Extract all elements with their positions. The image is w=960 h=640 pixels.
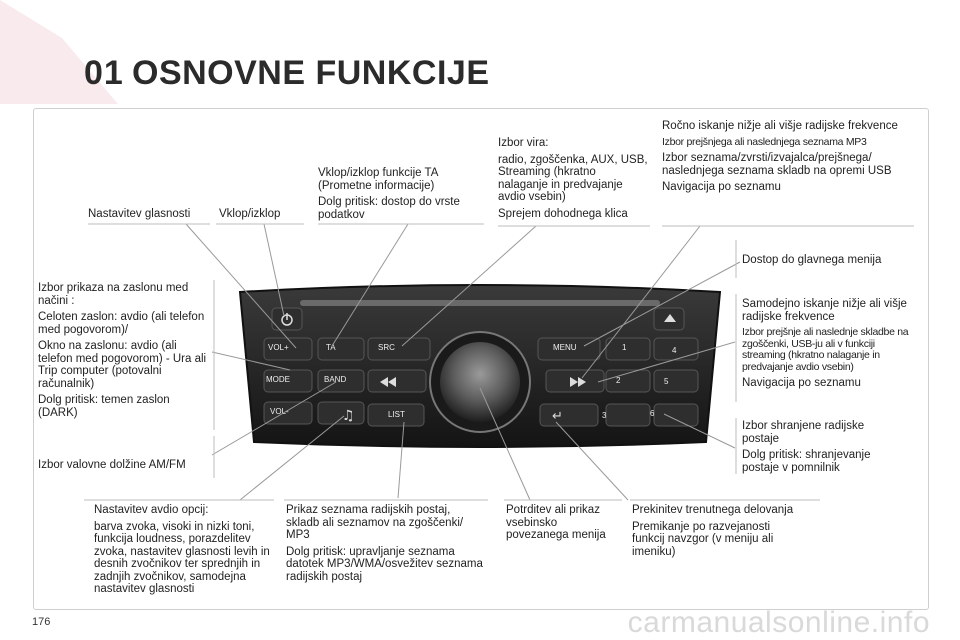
band-button: BAND	[324, 375, 347, 384]
label-source: Izbor vira:radio, zgoščenka, AUX, USB, S…	[498, 137, 648, 220]
preset-4-button: 4	[672, 346, 677, 355]
label-volume: Nastavitev glasnosti	[88, 208, 191, 220]
ta-button: TA	[326, 343, 336, 352]
svg-text:↵: ↵	[552, 409, 563, 424]
chapter-header-decoration	[0, 0, 960, 104]
svg-text:♫: ♫	[342, 408, 355, 424]
page-number: 176	[32, 616, 51, 628]
list-button: LIST	[388, 410, 405, 419]
label-ok: Potrditev ali prikaz vsebinsko povezaneg…	[506, 504, 606, 541]
chapter-title: OSNOVNE FUNKCIJE	[132, 54, 490, 92]
chapter-number: 01	[84, 54, 124, 92]
label-menu: Dostop do glavnega menija	[742, 254, 882, 266]
vol-minus-button: VOL-	[270, 407, 289, 416]
label-list: Prikaz seznama radijskih postaj, skladb …	[286, 504, 483, 583]
src-button: SRC	[378, 343, 395, 352]
vol-plus-button: VOL+	[268, 343, 289, 352]
label-ta: Vklop/izklop funkcije TA (Prometne infor…	[318, 167, 460, 221]
preset-6-button: 6	[650, 409, 655, 418]
label-auto-seek: Samodejno iskanje nižje ali višje radijs…	[742, 298, 909, 389]
preset-5-button: 5	[664, 377, 669, 386]
preset-1-button: 1	[622, 343, 627, 352]
mode-button: MODE	[266, 375, 290, 384]
label-seek: Ročno iskanje nižje ali višje radijske f…	[662, 120, 898, 193]
watermark: carmanualsonline.info	[627, 606, 930, 639]
preset-2-button: 2	[616, 376, 621, 385]
menu-button: MENU	[553, 343, 577, 352]
label-mode: Izbor prikaza na zaslonu med načini :Cel…	[38, 282, 207, 419]
label-power: Vklop/izklop	[219, 208, 281, 220]
label-band: Izbor valovne dolžine AM/FM	[38, 459, 186, 471]
label-audio-options: Nastavitev avdio opcij:barva zvoka, viso…	[94, 504, 270, 595]
preset-3-button: 3	[602, 411, 607, 420]
content-frame	[33, 108, 929, 610]
